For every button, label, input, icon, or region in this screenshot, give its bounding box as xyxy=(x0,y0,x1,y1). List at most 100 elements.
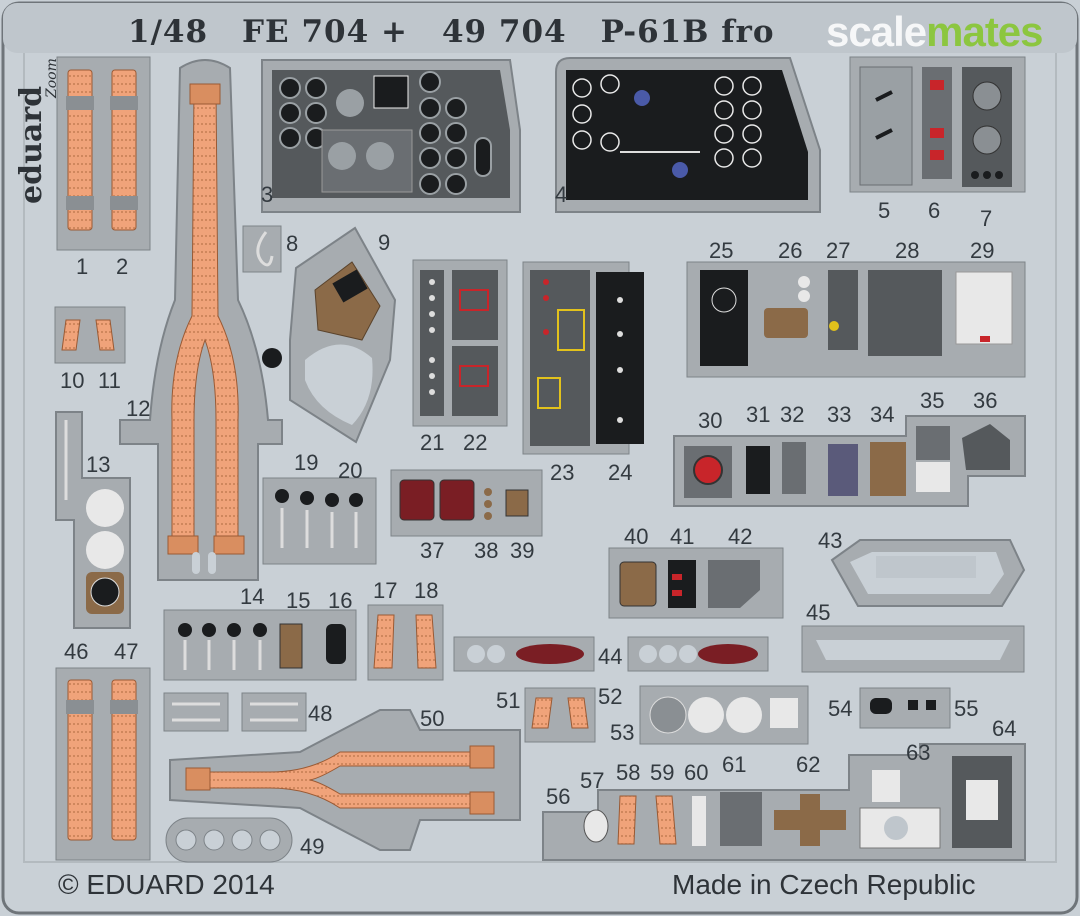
part-number-label: 44 xyxy=(598,644,623,669)
part-43-frame xyxy=(830,539,1026,607)
part-number-label: 52 xyxy=(598,684,623,709)
part-number-label: 43 xyxy=(818,528,843,553)
copyright-text: © EDUARD 2014 xyxy=(58,869,275,900)
part-number-label: 4 xyxy=(555,182,568,207)
origin-text: Made in Czech Republic xyxy=(672,869,976,900)
part-number-label: 62 xyxy=(796,752,821,777)
part-number-label: 7 xyxy=(980,206,993,231)
watermark-logo: scalemates xyxy=(826,8,1044,56)
part-number-label: 30 xyxy=(698,408,723,433)
part-number-label: 37 xyxy=(420,538,445,563)
part-number-label: 14 xyxy=(240,584,265,609)
part-number-label: 45 xyxy=(806,600,831,625)
header-band xyxy=(3,3,1077,53)
scale-label: 1/48 xyxy=(128,14,209,50)
part-number-label: 39 xyxy=(510,538,535,563)
part-number-label: 22 xyxy=(463,430,488,455)
part-number-label: 64 xyxy=(992,716,1017,741)
part-number-label: 58 xyxy=(616,760,641,785)
part-51-52 xyxy=(524,687,596,743)
part-13-clock-panel xyxy=(55,411,131,629)
part-number-label: 15 xyxy=(286,588,311,613)
part-number-label: 23 xyxy=(550,460,575,485)
part-number-label: 42 xyxy=(728,524,753,549)
part-number-label: 9 xyxy=(378,230,391,255)
part-40-41-42 xyxy=(608,547,784,619)
part-number-label: 21 xyxy=(420,430,445,455)
part-23-24-consoles xyxy=(522,261,644,455)
part-number-label: 27 xyxy=(826,238,851,263)
part-number-label: 34 xyxy=(870,402,895,427)
part-17-18-belt-tabs xyxy=(367,604,444,681)
part-number-label: 36 xyxy=(973,388,998,413)
part-50-harness xyxy=(169,709,521,851)
part-number-label: 6 xyxy=(928,198,941,223)
part-number-label: 17 xyxy=(373,578,398,603)
part-number-label: 26 xyxy=(778,238,803,263)
part-number-label: 10 xyxy=(60,368,85,393)
part-number-label: 60 xyxy=(684,760,709,785)
part-number-label: 29 xyxy=(970,238,995,263)
part-44-pair xyxy=(453,636,769,672)
part-number-label: 63 xyxy=(906,740,931,765)
watermark-part-a: scale xyxy=(826,8,927,55)
part-number-label: 59 xyxy=(650,760,675,785)
part-21-22-consoles xyxy=(412,259,508,427)
part-number-label: 12 xyxy=(126,396,151,421)
part-number-label: 55 xyxy=(954,696,979,721)
part-number-label: 28 xyxy=(895,238,920,263)
part-9-gunsight-frame xyxy=(262,226,397,444)
part-8-hook xyxy=(242,225,282,273)
part-number-label: 41 xyxy=(670,524,695,549)
part-number-label: 53 xyxy=(610,720,635,745)
product-code-fe: FE 704 + xyxy=(242,14,408,50)
part-number-label: 24 xyxy=(608,460,633,485)
brand-logo: eduard xyxy=(14,85,49,204)
part-number-label: 8 xyxy=(286,231,299,256)
part-number-label: 47 xyxy=(114,639,139,664)
part-number-label: 50 xyxy=(420,706,445,731)
part-37-38-39 xyxy=(390,469,543,537)
part-number-label: 35 xyxy=(920,388,945,413)
part-4-black-instrument-panel xyxy=(555,57,821,213)
part-number-label: 1 xyxy=(76,254,89,279)
part-number-label: 49 xyxy=(300,834,325,859)
part-number-label: 20 xyxy=(338,458,363,483)
part-number-label: 13 xyxy=(86,452,111,477)
part-56-64-strip xyxy=(542,743,1026,861)
part-number-label: 25 xyxy=(709,238,734,263)
model-name: P-61B fro xyxy=(600,14,775,50)
part-number-label: 32 xyxy=(780,402,805,427)
part-48-49 xyxy=(163,692,307,863)
part-14-15-16-lever-row xyxy=(163,609,357,681)
part-30-36-panel-strip xyxy=(673,415,1026,507)
zoom-tag: Zoom xyxy=(44,58,60,98)
part-number-label: 57 xyxy=(580,768,605,793)
part-46-47-belts xyxy=(55,667,151,861)
part-25-29-panel-strip xyxy=(686,261,1026,378)
part-number-label: 18 xyxy=(414,578,439,603)
part-number-label: 56 xyxy=(546,784,571,809)
part-number-label: 51 xyxy=(496,688,521,713)
part-number-label: 40 xyxy=(624,524,649,549)
part-54-55 xyxy=(859,687,951,729)
part-number-label: 31 xyxy=(746,402,771,427)
part-19-20-lever-row xyxy=(262,477,377,565)
part-12-harness xyxy=(119,59,283,581)
part-10-11-lap-belt-ends xyxy=(54,306,126,364)
part-number-label: 11 xyxy=(98,368,121,393)
part-5-6-7-side-panels xyxy=(849,56,1026,193)
part-number-label: 33 xyxy=(827,402,852,427)
part-3-instrument-panel xyxy=(261,59,521,213)
part-45-strip xyxy=(801,625,1025,673)
part-number-label: 38 xyxy=(474,538,499,563)
part-number-label: 54 xyxy=(828,696,853,721)
part-53 xyxy=(639,685,809,745)
part-number-label: 3 xyxy=(261,182,274,207)
part-number-label: 16 xyxy=(328,588,353,613)
part-number-label: 46 xyxy=(64,639,89,664)
part-number-label: 19 xyxy=(294,450,319,475)
